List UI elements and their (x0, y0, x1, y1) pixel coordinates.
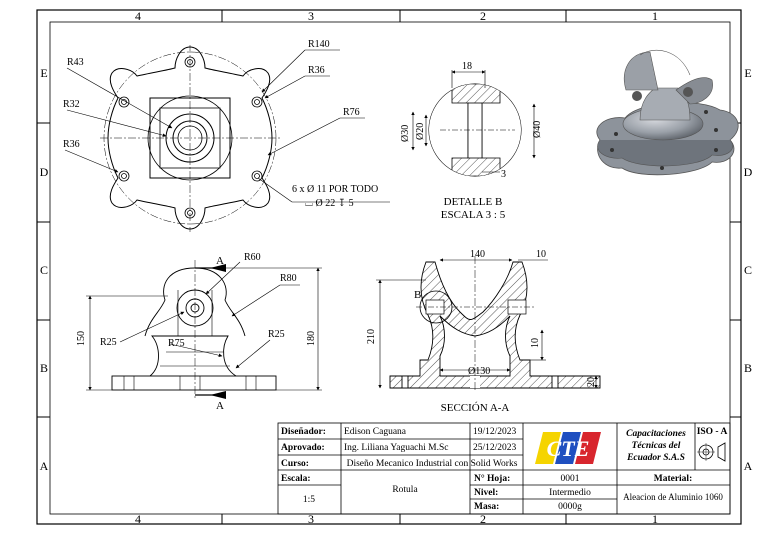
col-label-top: 4 (135, 9, 141, 23)
col-label-bottom: 2 (480, 512, 486, 526)
col-label-bottom: 4 (135, 512, 141, 526)
level-label: Nivel: (474, 488, 498, 498)
dim-d130: Ø130 (468, 366, 490, 377)
iso-label: ISO - A (697, 427, 728, 437)
dim-20: 20 (586, 377, 597, 387)
dim-r25: R25 (100, 337, 117, 348)
row-label-left: B (40, 361, 48, 375)
row-label-right: E (744, 66, 751, 80)
company-name: Capacitaciones (626, 429, 686, 439)
dim-r25: R25 (268, 329, 285, 340)
inner-square (159, 107, 221, 169)
top-view-dims: R43 R140 R36 R32 R76 R36 6 x Ø 11 POR TO… (63, 39, 378, 209)
section-letter: A (216, 255, 224, 267)
approved-label: Aprovado: (281, 443, 325, 453)
hole-note-counterbore: ⌴ Ø 22 ↧ 5 (305, 198, 354, 209)
dim-150: 150 (76, 331, 87, 346)
zone-labels: 4 3 2 1 4 3 2 1 E D C B A E D C B A (40, 9, 753, 526)
dim-r76: R76 (343, 107, 360, 118)
sheet-value: 0001 (561, 474, 580, 484)
dim-180: 180 (306, 331, 317, 346)
front-view: A A R60 R80 150 R25 R75 R25 180 (76, 252, 322, 412)
row-label-right: B (744, 361, 752, 375)
approved-value: Ing. Liliana Yaguachi M.Sc (344, 443, 449, 453)
dim-r36: R36 (63, 139, 80, 150)
dim-140: 140 (470, 249, 485, 260)
dim-r43: R43 (67, 57, 84, 68)
flange-outline (107, 46, 273, 230)
dim-18: 18 (462, 61, 472, 72)
row-label-left: A (40, 459, 49, 473)
row-label-right: A (744, 459, 753, 473)
level-value: Intermedio (549, 488, 591, 498)
detail-title: DETALLE B (444, 196, 503, 208)
part-name: Rotula (392, 485, 418, 495)
company-name: Técnicas del (632, 441, 681, 451)
col-label-bottom: 3 (308, 512, 314, 526)
dim-r36: R36 (308, 65, 325, 76)
mass-label: Masa: (474, 502, 499, 512)
designer-date: 19/12/2023 (473, 427, 517, 437)
dim-10: 10 (536, 249, 546, 260)
section-letter: A (216, 400, 224, 412)
dim-r32: R32 (63, 99, 80, 110)
dim-d40: Ø40 (532, 121, 543, 138)
approved-date: 25/12/2023 (473, 443, 517, 453)
dim-r80: R80 (280, 273, 297, 284)
row-label-left: C (40, 263, 48, 277)
isometric-view (596, 49, 739, 176)
projection-symbol-icon (697, 442, 726, 462)
company-logo: CTE (535, 432, 601, 464)
dim-3: 3 (501, 169, 506, 180)
square-boss (149, 97, 231, 179)
designer-label: Diseñador: (281, 427, 326, 437)
dim-r60: R60 (244, 252, 261, 263)
bolt-holes (118, 56, 263, 219)
dim-210: 210 (366, 329, 377, 344)
detail-b: 18 Ø30 Ø20 Ø40 3 DETALLE B ESCALA 3 : 5 (400, 61, 543, 221)
dim-r140: R140 (308, 39, 330, 50)
dim-r75: R75 (168, 338, 185, 349)
hole-note: 6 x Ø 11 POR TODO (292, 184, 378, 195)
col-label-top: 2 (480, 9, 486, 23)
detail-callout-b: B (414, 289, 421, 301)
title-block (277, 422, 731, 515)
course-value: Diseño Mecanico Industrial con Solid Wor… (347, 459, 518, 469)
dim-d20: Ø20 (415, 123, 426, 140)
col-label-bottom: 1 (652, 512, 658, 526)
section-title: SECCIÓN A-A (441, 402, 510, 414)
scale-value: 1:5 (303, 495, 315, 505)
detail-scale: ESCALA 3 : 5 (441, 209, 506, 221)
dim-d30: Ø30 (400, 125, 411, 142)
company-name: Ecuador S.A.S (626, 453, 685, 463)
course-label: Curso: (281, 459, 309, 469)
row-label-left: E (40, 66, 47, 80)
scale-label: Escala: (281, 474, 311, 484)
row-label-right: D (744, 165, 753, 179)
row-label-left: D (40, 165, 49, 179)
mass-value: 0000g (558, 502, 582, 512)
material-label: Material: (654, 474, 693, 484)
title-block-text: Diseñador: Edison Caguana 19/12/2023 Apr… (281, 427, 727, 512)
material-value: Aleacion de Aluminio 1060 (623, 492, 723, 502)
col-label-top: 3 (308, 9, 314, 23)
sheet-label: N° Hoja: (474, 473, 510, 484)
logo-text: CTE (547, 436, 590, 461)
row-label-right: C (744, 263, 752, 277)
section-view: B 140 10 210 10 Ø130 20 SECCIÓN A-A (366, 249, 601, 414)
dim-10: 10 (530, 338, 541, 348)
top-view: R43 R140 R36 R32 R76 R36 6 x Ø 11 POR TO… (63, 39, 390, 232)
col-label-top: 1 (652, 9, 658, 23)
designer-value: Edison Caguana (344, 427, 407, 437)
